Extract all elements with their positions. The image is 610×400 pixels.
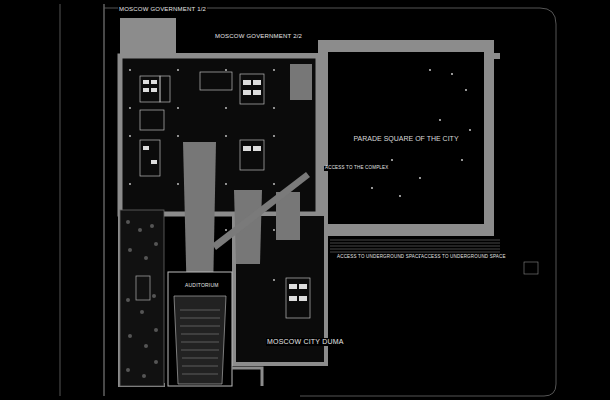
- building-label: MOSCOW GOVERNMENT 1/2: [118, 6, 207, 13]
- access-note: ACCESS TO UNDERGROUND SPACE: [336, 255, 423, 260]
- area-label: PARADE SQUARE OF THE CITY: [351, 135, 460, 142]
- building-label: MOSCOW CITY DUMA: [266, 338, 345, 346]
- building-label: MOSCOW GOVERNMENT 2/2: [214, 33, 303, 40]
- room-label: AUDITORIUM: [184, 283, 220, 289]
- parade-square: PARADE SQUARE OF THE CITY: [328, 52, 484, 224]
- access-note: ACCESS TO UNDERGROUND SPACE: [420, 255, 507, 260]
- access-note: ACCESS TO THE COMPLEX: [324, 166, 389, 171]
